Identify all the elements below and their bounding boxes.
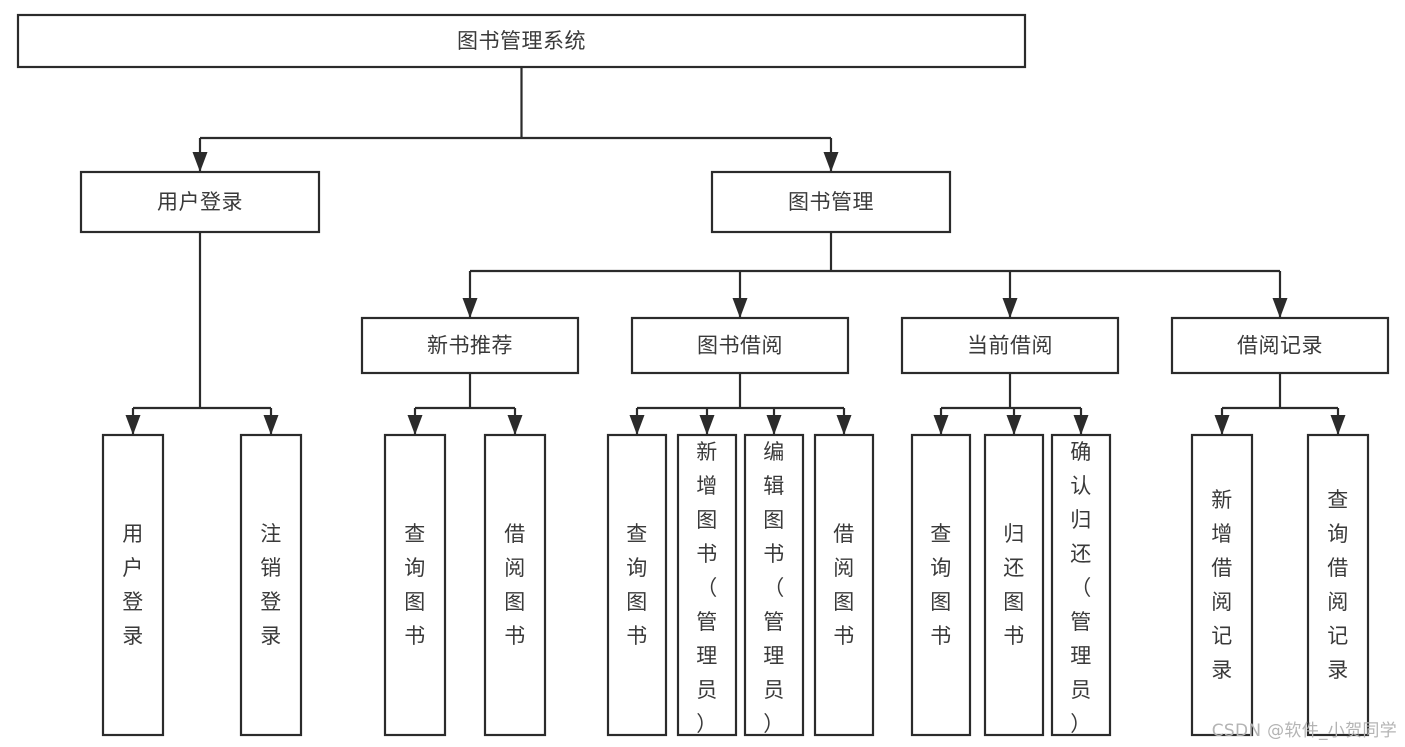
node-box-leaf-user-login: [101, 433, 165, 737]
node-box-leaf-return-book: [983, 433, 1045, 737]
arrow-head-icon: [507, 415, 523, 435]
node-label-leaf-add-book-admin: 新增图书（管理员）: [696, 440, 718, 736]
node-box-leaf-borrow-book: [813, 433, 875, 737]
node-leaf-borrow-book-recommend[interactable]: 借阅图书: [483, 433, 547, 737]
node-leaf-user-login[interactable]: 用户登录: [101, 433, 165, 737]
arrow-head-icon: [732, 298, 748, 318]
node-book-manage[interactable]: 图书管理: [710, 170, 952, 234]
arrow-head-icon: [125, 415, 141, 435]
arrow-head-icon: [836, 415, 852, 435]
arrow-head-icon: [462, 298, 478, 318]
node-leaf-add-borrow-record[interactable]: 新增借阅记录: [1190, 433, 1254, 737]
node-label-leaf-query-borrow-record: 查询借阅记录: [1327, 488, 1349, 682]
arrow-head-icon: [933, 415, 949, 435]
node-label-leaf-borrow-book: 借阅图书: [833, 522, 855, 648]
node-leaf-edit-book-admin[interactable]: 编辑图书（管理员）: [743, 433, 805, 737]
node-label-book-manage: 图书管理: [788, 190, 874, 214]
node-box-leaf-query-book-borrow: [606, 433, 668, 737]
arrow-head-icon: [1272, 298, 1288, 318]
node-box-leaf-add-book-admin: [676, 433, 738, 737]
arrow-head-icon: [629, 415, 645, 435]
node-box-leaf-edit-book-admin: [743, 433, 805, 737]
node-label-leaf-borrow-book-recommend: 借阅图书: [504, 522, 526, 648]
node-box-book-manage: [710, 170, 952, 234]
node-new-book-recommend[interactable]: 新书推荐: [360, 316, 580, 375]
edge-group-root: [192, 67, 839, 172]
node-box-borrow-record: [1170, 316, 1390, 375]
edge-group-book-borrow: [629, 373, 852, 435]
node-user-login[interactable]: 用户登录: [79, 170, 321, 234]
node-label-leaf-query-book-borrow: 查询图书: [626, 522, 648, 648]
arrow-head-icon: [1073, 415, 1089, 435]
node-box-user-login: [79, 170, 321, 234]
node-leaf-query-borrow-record[interactable]: 查询借阅记录: [1306, 433, 1370, 737]
node-box-current-borrow: [900, 316, 1120, 375]
node-label-root: 图书管理系统: [457, 29, 586, 53]
node-box-leaf-add-borrow-record: [1190, 433, 1254, 737]
node-leaf-user-logout[interactable]: 注销登录: [239, 433, 303, 737]
connector-layer: [125, 67, 1346, 435]
node-layer: 图书管理系统用户登录图书管理新书推荐图书借阅当前借阅借阅记录用户登录注销登录查询…: [16, 13, 1390, 737]
arrow-head-icon: [823, 152, 839, 172]
node-box-leaf-borrow-book-recommend: [483, 433, 547, 737]
arrow-head-icon: [766, 415, 782, 435]
node-borrow-record[interactable]: 借阅记录: [1170, 316, 1390, 375]
node-label-current-borrow: 当前借阅: [967, 334, 1053, 358]
node-label-leaf-user-login: 用户登录: [122, 522, 144, 648]
arrow-head-icon: [192, 152, 208, 172]
node-leaf-confirm-return-admin[interactable]: 确认归还（管理员）: [1050, 433, 1112, 737]
node-label-leaf-confirm-return-admin: 确认归还（管理员）: [1070, 440, 1092, 736]
node-label-leaf-edit-book-admin: 编辑图书（管理员）: [763, 440, 785, 736]
node-box-root: [16, 13, 1027, 69]
node-leaf-query-book-current[interactable]: 查询图书: [910, 433, 972, 737]
node-root[interactable]: 图书管理系统: [16, 13, 1027, 69]
node-leaf-query-book-borrow[interactable]: 查询图书: [606, 433, 668, 737]
arrow-head-icon: [1006, 415, 1022, 435]
node-leaf-borrow-book[interactable]: 借阅图书: [813, 433, 875, 737]
edge-group-new-book-recommend: [407, 373, 523, 435]
node-label-leaf-add-borrow-record: 新增借阅记录: [1211, 488, 1233, 682]
node-label-leaf-return-book: 归还图书: [1003, 522, 1025, 648]
edge-group-user-login: [125, 232, 279, 435]
node-leaf-query-book-recommend[interactable]: 查询图书: [383, 433, 447, 737]
edge-group-borrow-record: [1214, 373, 1346, 435]
arrow-head-icon: [1002, 298, 1018, 318]
node-label-leaf-user-logout: 注销登录: [260, 522, 282, 648]
node-current-borrow[interactable]: 当前借阅: [900, 316, 1120, 375]
node-box-leaf-user-logout: [239, 433, 303, 737]
node-box-leaf-query-borrow-record: [1306, 433, 1370, 737]
node-leaf-return-book[interactable]: 归还图书: [983, 433, 1045, 737]
arrow-head-icon: [699, 415, 715, 435]
node-book-borrow[interactable]: 图书借阅: [630, 316, 850, 375]
node-label-borrow-record: 借阅记录: [1237, 334, 1323, 358]
arrow-head-icon: [263, 415, 279, 435]
node-leaf-add-book-admin[interactable]: 新增图书（管理员）: [676, 433, 738, 737]
node-label-leaf-query-book-current: 查询图书: [930, 522, 952, 648]
edge-group-book-manage: [462, 232, 1288, 318]
node-box-leaf-query-book-recommend: [383, 433, 447, 737]
arrow-head-icon: [407, 415, 423, 435]
node-label-leaf-query-book-recommend: 查询图书: [404, 522, 426, 648]
node-box-new-book-recommend: [360, 316, 580, 375]
node-box-leaf-confirm-return-admin: [1050, 433, 1112, 737]
edge-group-current-borrow: [933, 373, 1089, 435]
node-box-leaf-query-book-current: [910, 433, 972, 737]
arrow-head-icon: [1330, 415, 1346, 435]
node-label-book-borrow: 图书借阅: [697, 334, 783, 358]
node-box-book-borrow: [630, 316, 850, 375]
node-label-user-login: 用户登录: [157, 190, 243, 214]
node-label-new-book-recommend: 新书推荐: [427, 334, 513, 358]
arrow-head-icon: [1214, 415, 1230, 435]
